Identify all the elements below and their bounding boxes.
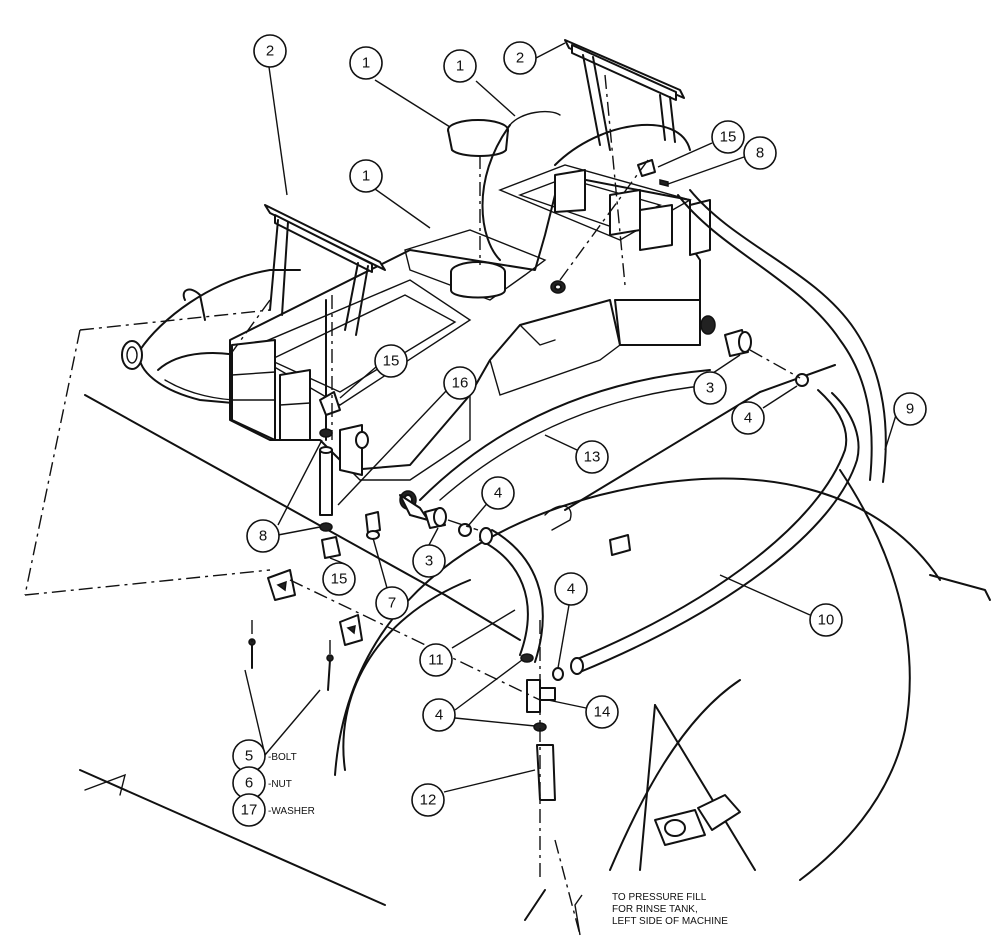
lid-parts	[447, 110, 691, 261]
svg-text:14: 14	[594, 704, 611, 721]
callout-1a: 1	[349, 46, 383, 80]
svg-text:1: 1	[362, 168, 370, 185]
callout-12: 12	[411, 783, 445, 817]
callout-1b: 1	[443, 49, 477, 83]
hose-11	[479, 527, 544, 663]
callout-4d: 4	[422, 698, 456, 732]
callout-17: 17	[232, 793, 266, 827]
frame-outline	[79, 364, 991, 906]
callout-3a: 3	[693, 371, 727, 405]
cab-outline	[121, 269, 301, 406]
bracket-left	[264, 204, 386, 336]
callout-1c: 1	[349, 159, 383, 193]
callout-9: 9	[893, 392, 927, 426]
svg-text:9: 9	[906, 401, 914, 418]
callout-13: 13	[575, 440, 609, 474]
svg-text:17: 17	[241, 802, 258, 819]
svg-text:3: 3	[706, 380, 714, 397]
callout-15c: 15	[322, 562, 356, 596]
hose-12	[536, 744, 556, 801]
callout-4c: 4	[554, 572, 588, 606]
svg-text:13: 13	[584, 449, 601, 466]
note-line-2: FOR RINSE TANK,	[612, 904, 698, 915]
svg-text:15: 15	[331, 571, 348, 588]
svg-text:8: 8	[756, 145, 764, 162]
legend-washer: -WASHER	[268, 806, 315, 817]
callout-8b: 8	[246, 519, 280, 553]
callout-14: 14	[585, 695, 619, 729]
svg-text:2: 2	[266, 43, 274, 60]
svg-text:11: 11	[428, 652, 444, 669]
callout-7: 7	[375, 586, 409, 620]
svg-text:12: 12	[420, 792, 437, 809]
pipe-16	[319, 299, 333, 516]
callout-2a: 2	[253, 34, 287, 68]
hose-9	[677, 189, 887, 483]
svg-text:15: 15	[720, 129, 737, 146]
svg-text:6: 6	[245, 775, 253, 792]
callout-11: 11	[419, 643, 453, 677]
callout-16: 16	[443, 366, 477, 400]
svg-text:4: 4	[435, 707, 443, 724]
callout-15a: 15	[711, 120, 745, 154]
svg-text:4: 4	[567, 581, 575, 598]
callout-3b: 3	[412, 544, 446, 578]
svg-text:4: 4	[744, 410, 752, 427]
callout-8a: 8	[743, 136, 777, 170]
svg-text:1: 1	[362, 55, 370, 72]
svg-text:15: 15	[383, 353, 400, 370]
svg-text:1: 1	[456, 58, 464, 75]
callout-2b: 2	[503, 41, 537, 75]
svg-text:5: 5	[245, 748, 253, 765]
note-line-1: TO PRESSURE FILL	[612, 892, 707, 903]
callout-10: 10	[809, 603, 843, 637]
legend-bolt: -BOLT	[268, 752, 297, 763]
tank-body	[229, 164, 716, 521]
bracket-right	[564, 39, 685, 151]
callout-4a: 4	[731, 401, 765, 435]
svg-text:8: 8	[259, 528, 267, 545]
svg-text:16: 16	[452, 375, 469, 392]
centerlines	[24, 74, 801, 936]
svg-text:7: 7	[388, 595, 396, 612]
fittings	[248, 159, 809, 846]
callout-15b: 15	[374, 344, 408, 378]
note-line-3: LEFT SIDE OF MACHINE	[612, 916, 728, 927]
callout-4b: 4	[481, 476, 515, 510]
svg-text:10: 10	[818, 612, 835, 629]
svg-text:2: 2	[516, 50, 524, 67]
svg-text:3: 3	[425, 553, 433, 570]
svg-text:4: 4	[494, 485, 502, 502]
hose-10	[570, 389, 860, 675]
legend-nut: -NUT	[268, 779, 292, 790]
drum-curves	[334, 469, 941, 921]
